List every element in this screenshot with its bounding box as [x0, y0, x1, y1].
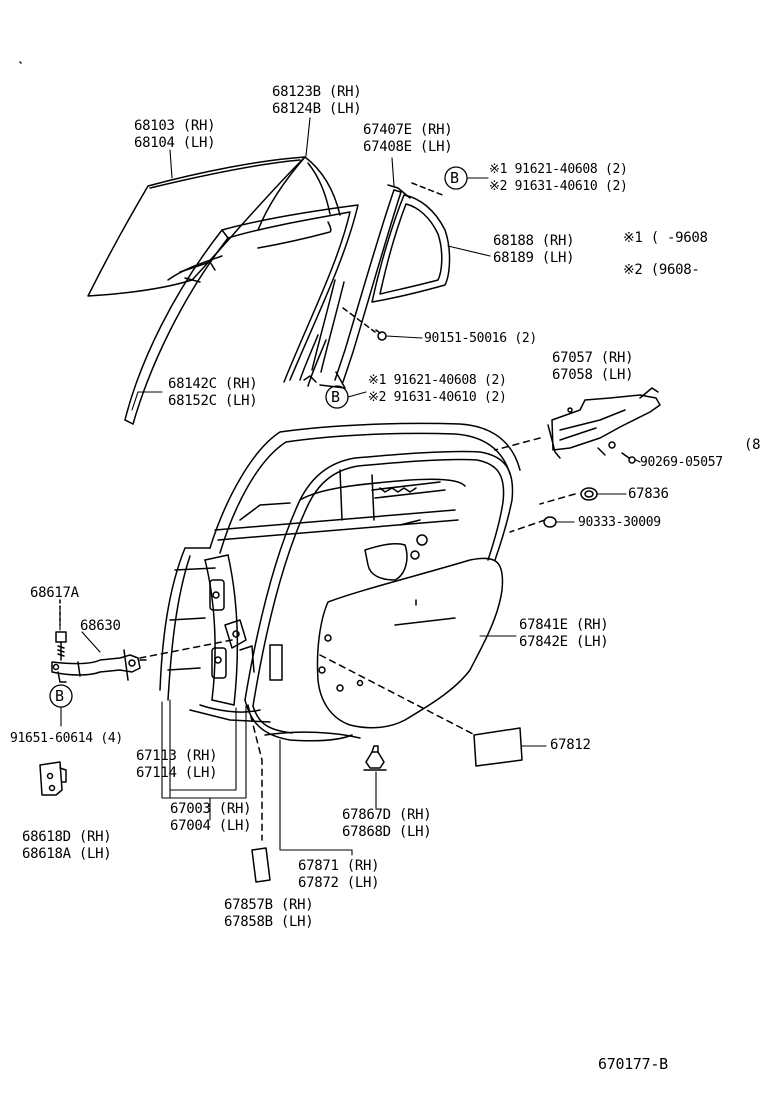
callout-bolt-b: 91651-60614 (4)	[10, 731, 123, 746]
leader-dashed-lines	[139, 437, 576, 841]
inner-weatherstrip-shape	[124, 204, 359, 425]
callout-service-hole-cover: 67841E (RH)67842E (LH)	[519, 617, 609, 650]
leader-lines	[59, 117, 641, 856]
leader-dashed-b-upper	[411, 182, 446, 197]
callout-bracket-screw: 90269-05057	[640, 455, 723, 470]
hinge-pillar-shape	[204, 554, 283, 706]
callout-inner-weatherstrip: 68142C (RH)68152C (LH)	[168, 376, 258, 409]
door-outer-shape	[159, 422, 521, 742]
callout-check-bolt: 68617A	[30, 585, 79, 601]
callout-weatherstrip: 67871 (RH)67872 (LH)	[298, 858, 380, 891]
note-2: ※2 (9608-	[623, 262, 700, 278]
corner-mark	[19, 61, 22, 64]
pad-shape	[473, 727, 523, 767]
plug-shape	[580, 487, 598, 501]
run-channel-shape	[257, 156, 341, 249]
callout-cushion: 67857B (RH)67858B (LH)	[224, 897, 314, 930]
door-check-shape	[51, 649, 147, 683]
callout-run-channel: 68123B (RH)68124B (LH)	[272, 84, 362, 117]
service-hole-cover-shape	[316, 557, 504, 729]
clip-small-mark	[303, 375, 317, 383]
door-glass-shape	[87, 156, 306, 297]
quarter-glass-shape	[371, 184, 451, 303]
callout-hinge: 68618D (RH)68618A (LH)	[22, 829, 112, 862]
cushion-shape	[251, 847, 271, 883]
callout-door-check: 68630	[80, 618, 121, 634]
check-bolt-shape	[55, 599, 67, 661]
bracket-shape	[547, 387, 661, 459]
callout-bracket: 67057 (RH)67058 (LH)	[552, 350, 634, 383]
circle-b-middle-letter: B	[331, 388, 340, 406]
callout-quarter-frame: 67407E (RH)67408E (LH)	[363, 122, 453, 155]
clip-screw-shape	[375, 329, 387, 341]
inner-panel-openings	[364, 519, 428, 581]
note-1: ※1 ( -9608	[623, 230, 708, 246]
hinge-shape	[39, 761, 67, 796]
bracket-screw-shape	[621, 452, 636, 464]
callout-b-upper: ※1 91621-40608 (2)※2 91631-40610 (2)	[489, 162, 628, 194]
callout-oring: 90333-30009	[578, 515, 661, 530]
leader-dashed-clip	[342, 307, 376, 333]
callout-glass: 68103 (RH)68104 (LH)	[134, 118, 216, 151]
callout-inner-panel: 67113 (RH)67114 (LH)	[136, 748, 218, 781]
callout-b-middle: ※1 91621-40608 (2)※2 91631-40610 (2)	[368, 373, 507, 405]
callout-pad: 67812	[550, 737, 591, 753]
quarter-frame-shape	[299, 189, 402, 389]
callout-plug: 67836	[628, 486, 669, 502]
callout-lower-clip: 67867D (RH)67868D (LH)	[342, 807, 432, 840]
callout-clip-upper: 90151-50016 (2)	[424, 331, 537, 346]
callout-qty-8: (8	[744, 437, 760, 453]
callout-quarter-glass: 68188 (RH)68189 (LH)	[493, 233, 575, 266]
circle-b-lower-letter: B	[55, 687, 64, 705]
circle-b-upper-letter: B	[450, 169, 459, 187]
oring-shape	[543, 516, 557, 528]
figure-code: 670177-B	[598, 1055, 668, 1073]
lower-clip-shape	[363, 745, 387, 771]
callout-door-panel: 67003 (RH)67004 (LH)	[170, 801, 252, 834]
